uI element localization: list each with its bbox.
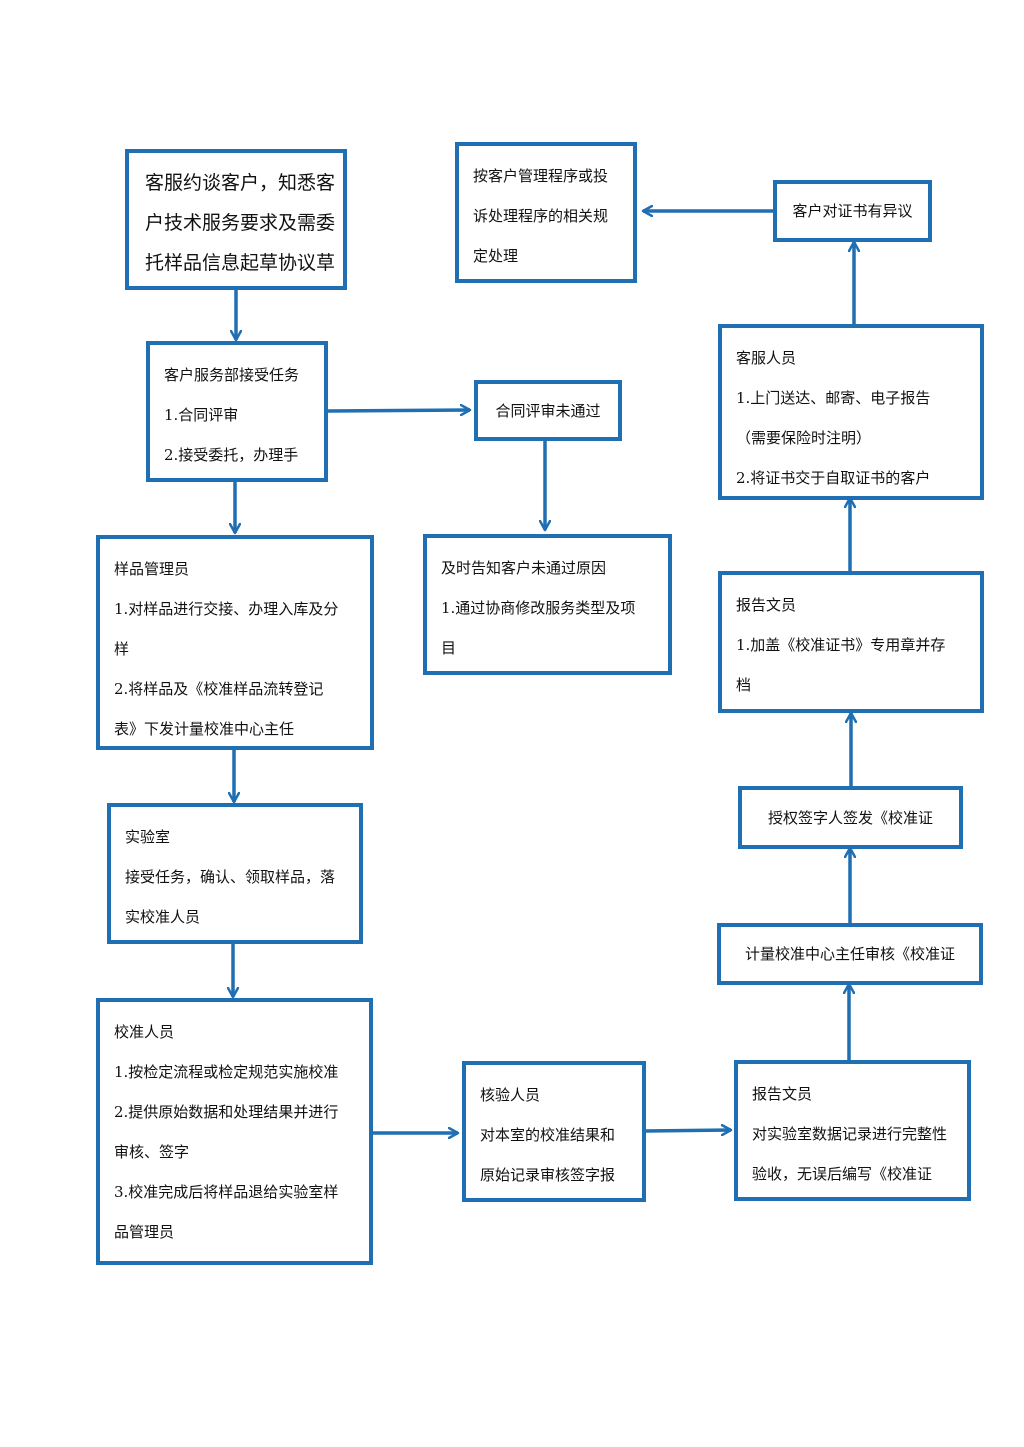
signatory-label: 授权签字人签发《校准证 (767, 808, 933, 827)
complaint-line-1: 按客户管理程序或投 (473, 167, 609, 185)
review-failed-box: 合同评审未通过 (474, 380, 622, 441)
report-clerk-write-title: 报告文员 (752, 1085, 813, 1103)
consult-client-box: 客服约谈客户，知悉客 户技术服务要求及需委 托样品信息起草协议草 (125, 149, 347, 290)
report-clerk-write-line-1: 对实验室数据记录进行完整性 (752, 1125, 948, 1143)
verifier-box: 核验人员 对本室的校准结果和 原始记录审核签字报 (462, 1061, 646, 1202)
lab-line-1: 接受任务，确认、领取样品，落 (125, 868, 336, 886)
report-clerk-seal-box: 报告文员 1.加盖《校准证书》专用章并存 档 (718, 571, 984, 713)
cs-staff-line-3: 2.将证书交于自取证书的客户 (736, 469, 931, 487)
calibrator-line-2: 2.提供原始数据和处理结果并进行 (114, 1103, 339, 1121)
sample-manager-line-1: 1.对样品进行交接、办理入库及分 (114, 600, 339, 618)
objection-box: 客户对证书有异议 (773, 180, 932, 242)
calibrator-line-1: 1.按检定流程或检定规范实施校准 (114, 1063, 339, 1081)
director-review-label: 计量校准中心主任审核《校准证 (744, 945, 955, 963)
cs-staff-box: 客服人员 1.上门送达、邮寄、电子报告 （需要保险时注明） 2.将证书交于自取证… (718, 324, 984, 500)
lab-title: 实验室 (125, 828, 171, 846)
notify-reason-box: 及时告知客户未通过原因 1.通过协商修改服务类型及项 目 (423, 534, 672, 675)
consult-line-1: 客服约谈客户，知悉客 (145, 172, 336, 194)
verifier-line-1: 对本室的校准结果和 (480, 1126, 616, 1144)
sample-manager-line-2: 样 (114, 640, 130, 658)
notify-reason-title: 及时告知客户未通过原因 (441, 559, 607, 577)
consult-line-3: 托样品信息起草协议草 (145, 252, 336, 274)
review-failed-label: 合同评审未通过 (495, 401, 601, 420)
report-clerk-seal-title: 报告文员 (736, 596, 797, 614)
lab-box: 实验室 接受任务，确认、领取样品，落 实校准人员 (107, 803, 363, 944)
objection-label: 客户对证书有异议 (792, 202, 913, 220)
sample-manager-title: 样品管理员 (114, 560, 190, 578)
consult-line-2: 户技术服务要求及需委 (145, 212, 336, 234)
report-clerk-seal-line-2: 档 (736, 676, 752, 694)
cs-staff-title: 客服人员 (736, 349, 797, 367)
calibrator-line-3: 审核、签字 (114, 1143, 190, 1161)
service-dept-box: 客户服务部接受任务 1.合同评审 2.接受委托，办理手 (146, 341, 328, 482)
verifier-line-2: 原始记录审核签字报 (480, 1166, 616, 1184)
service-dept-title: 客户服务部接受任务 (164, 366, 300, 384)
calibrator-title: 校准人员 (114, 1023, 175, 1041)
sample-manager-line-3: 2.将样品及《校准样品流转登记 (114, 680, 324, 698)
complaint-procedure-box: 按客户管理程序或投 诉处理程序的相关规 定处理 (455, 142, 637, 283)
complaint-line-2: 诉处理程序的相关规 (473, 207, 609, 225)
report-clerk-write-line-2: 验收，无误后编写《校准证 (752, 1165, 933, 1183)
service-dept-line-1: 1.合同评审 (164, 406, 239, 424)
calibrator-line-5: 品管理员 (114, 1223, 175, 1241)
complaint-line-3: 定处理 (473, 247, 519, 265)
arrow-verifier-to-report-clerk (644, 1130, 731, 1131)
report-clerk-write-box: 报告文员 对实验室数据记录进行完整性 验收，无误后编写《校准证 (734, 1060, 971, 1201)
report-clerk-seal-line-1: 1.加盖《校准证书》专用章并存 (736, 636, 946, 654)
lab-line-2: 实校准人员 (125, 908, 201, 926)
signatory-box: 授权签字人签发《校准证 (738, 786, 963, 849)
arrow-service-to-review-failed (327, 410, 470, 411)
notify-reason-line-2: 目 (441, 639, 457, 657)
cs-staff-line-1: 1.上门送达、邮寄、电子报告 (736, 389, 931, 407)
calibrator-line-4: 3.校准完成后将样品退给实验室样 (114, 1183, 339, 1201)
verifier-title: 核验人员 (480, 1086, 541, 1104)
notify-reason-line-1: 1.通过协商修改服务类型及项 (441, 599, 636, 617)
director-review-box: 计量校准中心主任审核《校准证 (717, 923, 983, 985)
sample-manager-line-4: 表》下发计量校准中心主任 (114, 720, 295, 738)
sample-manager-box: 样品管理员 1.对样品进行交接、办理入库及分 样 2.将样品及《校准样品流转登记… (96, 535, 374, 750)
service-dept-line-2: 2.接受委托，办理手 (164, 446, 299, 464)
calibrator-box: 校准人员 1.按检定流程或检定规范实施校准 2.提供原始数据和处理结果并进行 审… (96, 998, 373, 1265)
cs-staff-line-2: （需要保险时注明） (736, 429, 872, 447)
